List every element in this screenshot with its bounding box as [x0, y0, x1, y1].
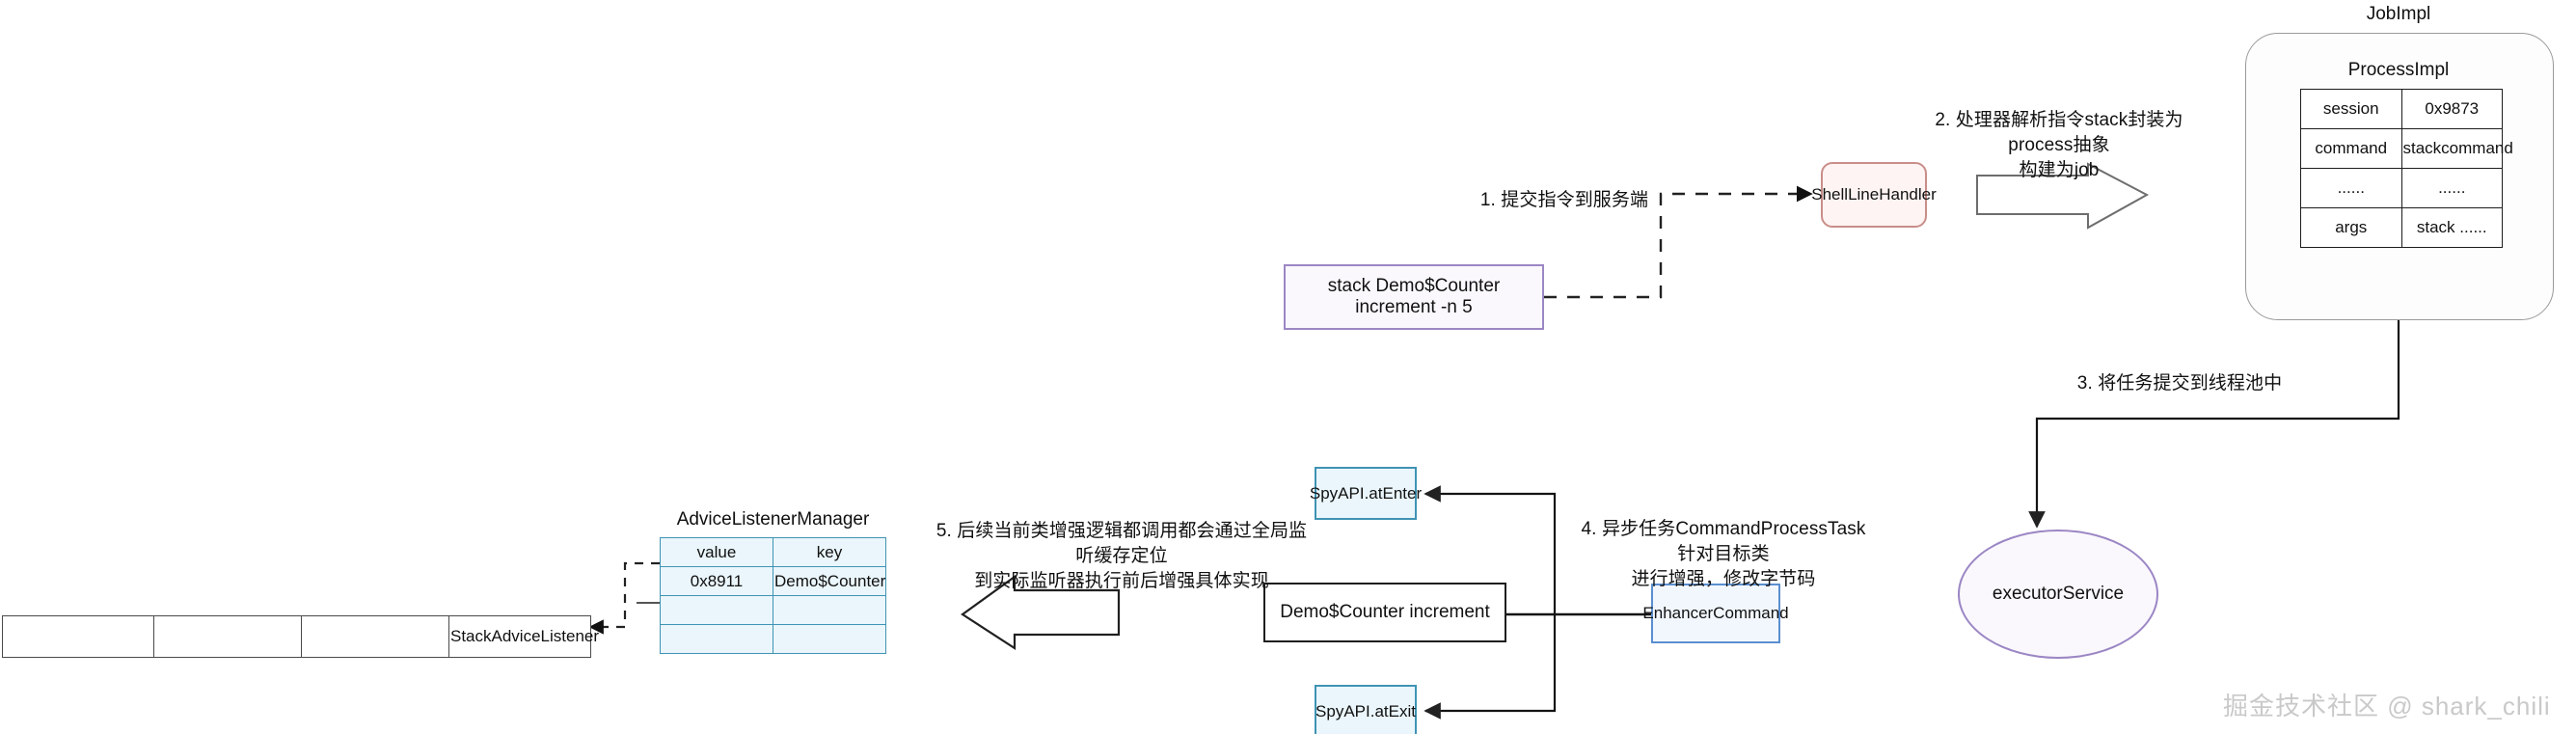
spy-api-at-exit-label: SpyAPI.atExit [1315, 701, 1416, 720]
table-row: 0x8911 Demo$Counter [660, 566, 886, 596]
target-method-box[interactable]: Demo$Counter increment [1263, 583, 1506, 642]
executor-service-label: executorService [1992, 584, 2125, 604]
alm-header-key: key [773, 537, 886, 567]
shell-line-handler-label: ShellLineHandler [1811, 185, 1937, 204]
enhancer-command-box[interactable]: EnhancerCommand [1642, 584, 1789, 643]
table-row: session 0x9873 [2300, 89, 2503, 129]
process-value-cell: stackcommand [2400, 128, 2513, 169]
process-impl-table-body: session 0x9873 command stackcommand ....… [2300, 89, 2513, 248]
process-value-cell: 0x9873 [2400, 89, 2503, 129]
advice-listener-manager-table: value key 0x8911 Demo$Counter [660, 537, 886, 654]
step-1-note: 1. 提交指令到服务端 [1479, 190, 1649, 210]
process-impl-table: session 0x9873 command stackcommand ....… [2300, 89, 2513, 248]
process-key-cell: ...... [2300, 168, 2402, 208]
alm-key-cell [773, 595, 886, 625]
step-2-note: 2. 处理器解析指令stack封装为process抽象 构建为job [1935, 110, 2183, 181]
watermark: 掘金技术社区 @ shark_chili [2223, 692, 2551, 720]
shell-line-handler-box[interactable]: ShellLineHandler [1811, 162, 1937, 228]
alm-key-cell: Demo$Counter [773, 566, 886, 596]
step-4-note: 4. 异步任务CommandProcessTask针对目标类 进行增强，修改字节… [1581, 519, 1866, 590]
listener-strip-cell [153, 615, 302, 658]
alm-header-value: value [660, 537, 773, 567]
spy-api-at-enter-label: SpyAPI.atEnter [1309, 483, 1423, 503]
executor-service-node[interactable]: executorService [1958, 530, 2158, 659]
process-value-cell: stack ...... [2400, 207, 2503, 248]
table-row: command stackcommand [2300, 128, 2513, 169]
listener-strip-cell [301, 615, 449, 658]
table-row: value key [660, 537, 886, 567]
alm-key-cell [773, 624, 886, 654]
enhancer-command-label: EnhancerCommand [1642, 604, 1789, 622]
target-method-label: Demo$Counter increment [1280, 602, 1490, 622]
alm-value-cell [660, 595, 773, 625]
process-key-cell: session [2300, 89, 2402, 129]
process-key-cell: command [2300, 128, 2402, 169]
command-input-box[interactable]: stack Demo$Counter increment -n 5 [1284, 264, 1544, 330]
process-impl-label: ProcessImpl [2347, 60, 2450, 80]
table-row: args stack ...... [2300, 207, 2503, 248]
alm-value-cell [660, 624, 773, 654]
alm-value-cell: 0x8911 [660, 566, 773, 596]
stack-advice-listener-cell: StackAdviceListener [448, 615, 599, 658]
advice-listener-table-body: value key 0x8911 Demo$Counter [660, 537, 886, 654]
listener-strip-body: StackAdviceListener [2, 615, 599, 658]
command-input-label: stack Demo$Counter increment -n 5 [1327, 276, 1501, 317]
table-row [660, 624, 886, 654]
spy-api-at-enter-box[interactable]: SpyAPI.atEnter [1310, 467, 1422, 520]
spy-api-at-exit-box[interactable]: SpyAPI.atExit [1315, 685, 1417, 734]
step-3-note: 3. 将任务提交到线程池中 [2076, 373, 2283, 394]
listener-strip-table: StackAdviceListener [2, 615, 599, 658]
step-5-note: 5. 后续当前类增强逻辑都调用都会通过全局监听缓存定位 到实际监听器执行前后增强… [935, 521, 1308, 592]
process-key-cell: args [2300, 207, 2402, 248]
table-row [660, 595, 886, 625]
listener-strip-cell [2, 615, 154, 658]
table-row: ...... ...... [2300, 168, 2503, 208]
job-impl-label: JobImpl [2366, 4, 2431, 24]
process-value-cell: ...... [2400, 168, 2503, 208]
table-row: StackAdviceListener [2, 615, 599, 658]
advice-listener-manager-label: AdviceListenerManager [676, 509, 870, 530]
